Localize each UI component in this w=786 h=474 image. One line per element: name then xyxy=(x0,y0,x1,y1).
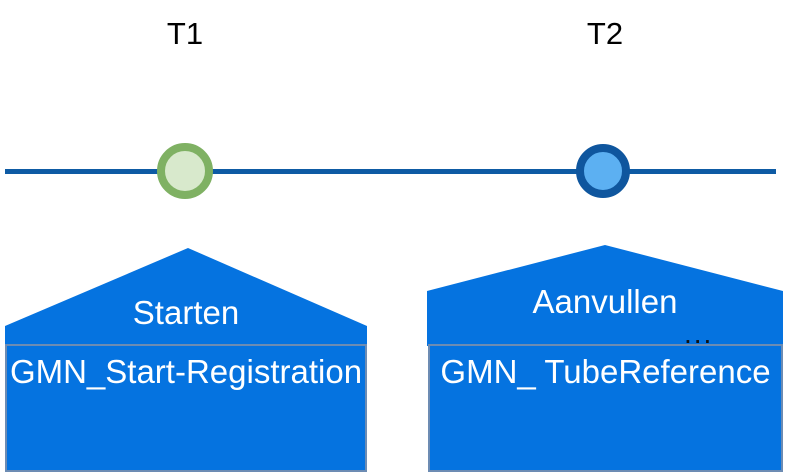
event-banner-label-start: Starten xyxy=(132,294,240,331)
timeline-marker-t2[interactable] xyxy=(576,144,630,198)
event-box-label-start: GMN_Start-Registration xyxy=(9,353,363,390)
tick-label-t2: T2 xyxy=(586,16,624,51)
timeline-axis xyxy=(5,169,776,174)
event-box-start[interactable]: GMN_Start-Registration xyxy=(5,344,367,472)
event-box-supplement[interactable]: GMN_ TubeReference xyxy=(428,344,783,472)
event-banner-ellipsis-supplement: ... xyxy=(684,318,714,349)
tick-label-t1: T1 xyxy=(166,16,204,51)
event-banner-label-supplement: Aanvullen xyxy=(532,283,678,320)
timeline-marker-t1[interactable] xyxy=(157,143,213,199)
event-box-label-supplement: GMN_ TubeReference xyxy=(440,353,771,390)
